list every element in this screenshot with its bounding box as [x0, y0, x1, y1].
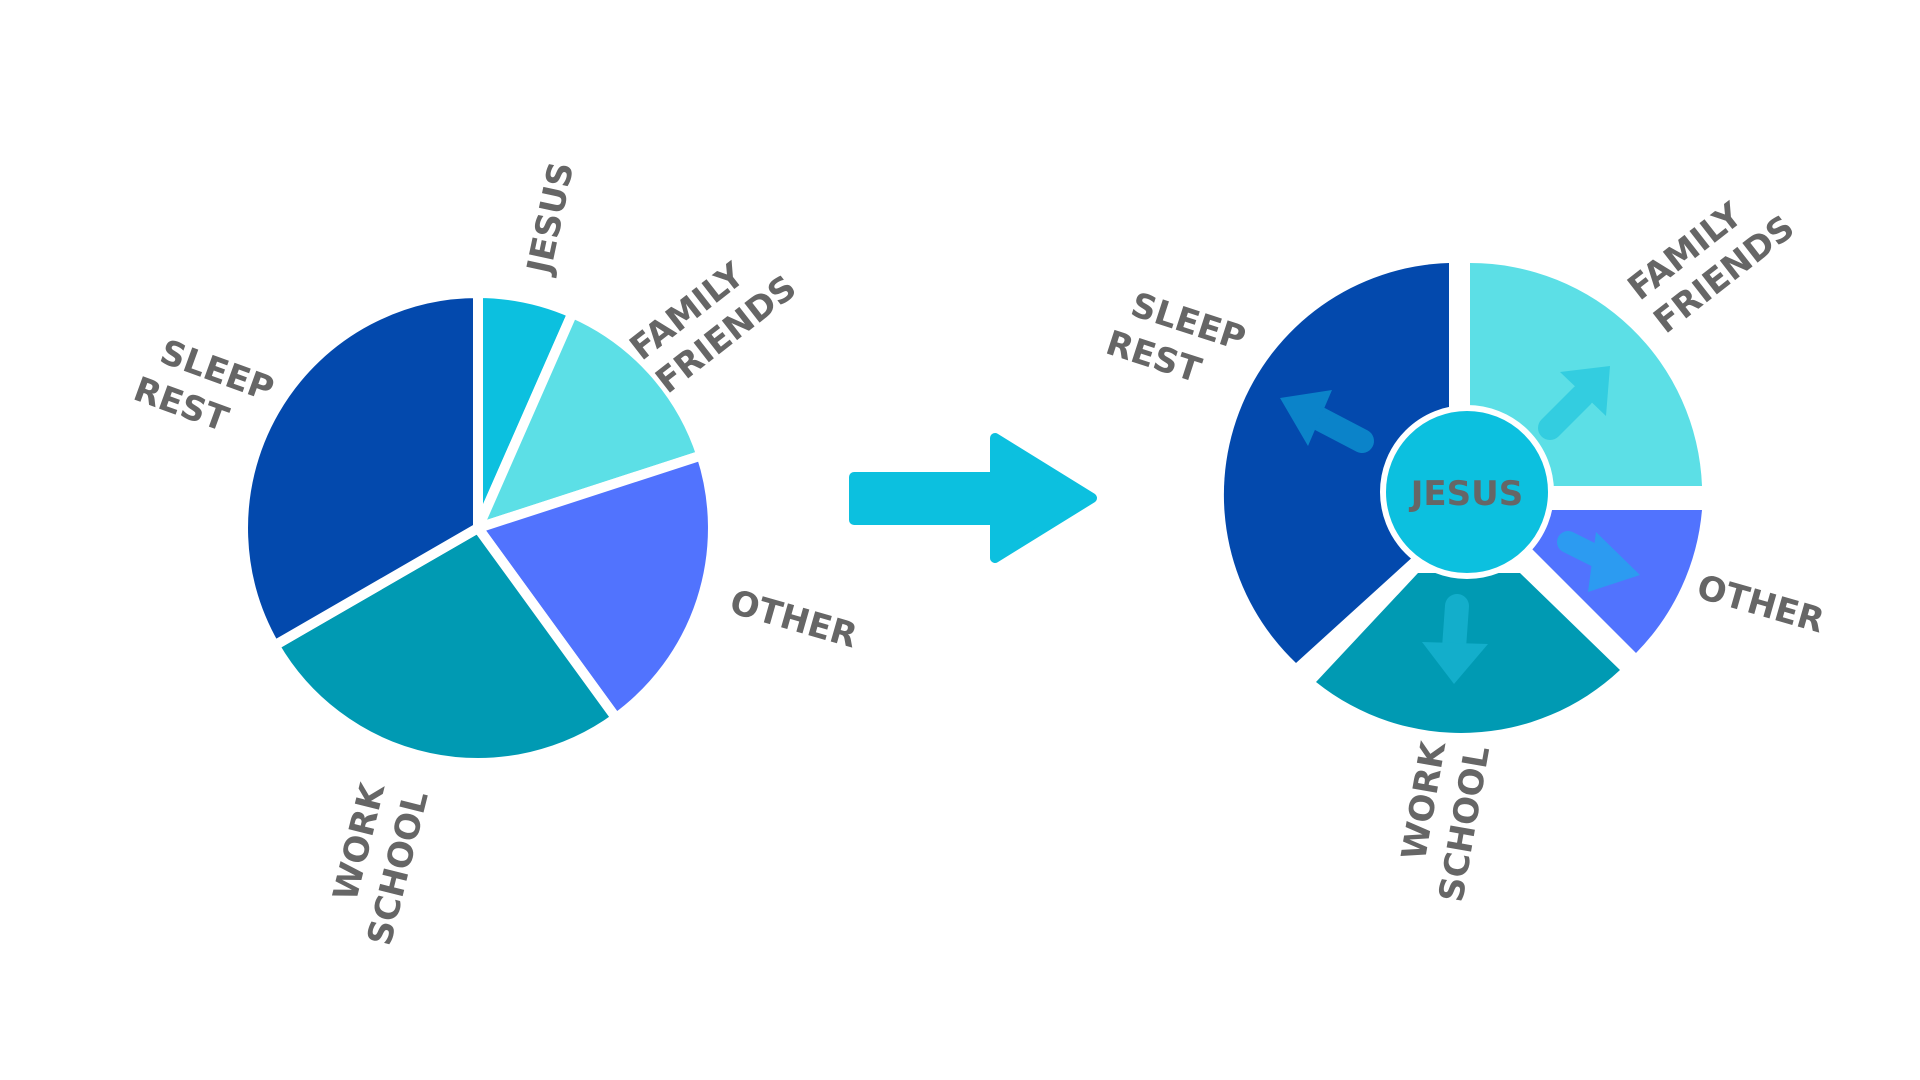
left-slice-family-friends	[468, 306, 708, 537]
arrow-up-left-head	[1280, 390, 1332, 446]
right-outward-arrows	[1280, 366, 1640, 684]
arrow-up-left-shaft	[1306, 406, 1374, 453]
right-center-jesus	[1380, 405, 1554, 579]
left-slice-other	[469, 449, 718, 726]
right-slice-sleep-rest	[1223, 263, 1449, 663]
right-label-sleep-rest: SLEEP REST	[1101, 285, 1250, 391]
arrow-down-right-head	[1588, 532, 1640, 592]
arrow-up-right-shaft	[1538, 384, 1594, 440]
left-label-other: OTHER	[726, 582, 862, 656]
left-label-sleep-rest: SLEEP REST	[128, 332, 278, 440]
arrow-down-head	[1422, 642, 1488, 684]
arrow-up-left-icon	[1280, 390, 1374, 453]
arrow-down-shaft	[1442, 594, 1469, 660]
left-slice-work-school	[267, 521, 624, 768]
left-label-jesus: JESUS	[519, 159, 582, 279]
arrow-down-right-icon	[1557, 531, 1640, 592]
arrow-up-right-head	[1560, 366, 1610, 416]
right-arrow-icon	[849, 433, 1097, 563]
left-label-work-school: WORK SCHOOL	[326, 778, 437, 949]
arrow-down-icon	[1422, 594, 1488, 684]
left-slice-sleep-rest	[238, 287, 483, 653]
right-label-family-friends: FAMILY FRIENDS	[1621, 195, 1803, 342]
right-center-label: JESUS	[1409, 474, 1523, 514]
arrow-up-right-icon	[1538, 366, 1610, 440]
right-label-work-school: WORK SCHOOL	[1394, 737, 1498, 905]
right-label-other: OTHER	[1693, 567, 1829, 641]
left-pie	[238, 287, 718, 768]
